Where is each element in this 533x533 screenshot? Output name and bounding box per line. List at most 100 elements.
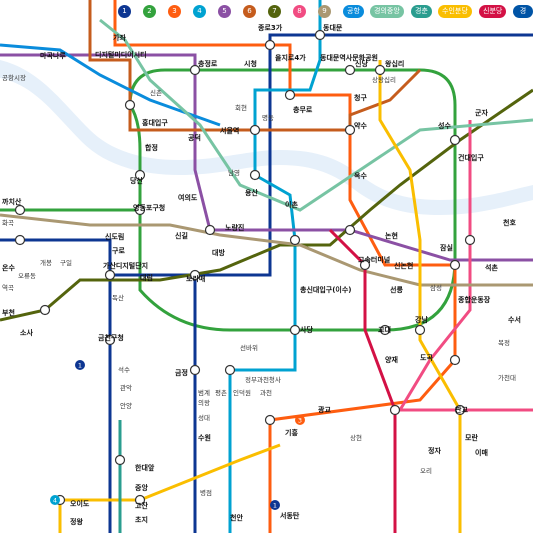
label-sadang: 사당 xyxy=(300,325,313,334)
label-seodongtan: 서동탄 xyxy=(280,511,300,520)
label-moran: 모란 xyxy=(465,433,478,442)
label-dongdaemun: 동대문 xyxy=(323,23,343,32)
label-giheung: 기흥 xyxy=(285,428,298,437)
label-dangsan: 당산 xyxy=(130,176,143,185)
label-gangnam: 강남 xyxy=(415,315,428,324)
label-gajwa: 가좌 xyxy=(113,33,126,42)
han-river xyxy=(0,60,533,215)
label-airport-market: 공항시장 xyxy=(2,73,26,82)
legend-chip-13[interactable]: 신분당 xyxy=(479,5,507,18)
legend-chip-14[interactable]: 경강 xyxy=(513,5,533,28)
label-yeokgok: 역곡 xyxy=(2,283,14,292)
legend-chip-7[interactable]: 8 xyxy=(293,5,306,18)
label-yeouido: 여의도 xyxy=(178,193,198,202)
label-hapjeong: 합정 xyxy=(145,143,158,152)
label-boramae: 보라매 xyxy=(186,274,205,283)
label-suseo: 수서 xyxy=(508,315,521,324)
line-3 xyxy=(113,0,457,533)
label-suwon: 수원 xyxy=(198,433,211,442)
line-1 xyxy=(0,33,533,533)
label-bucheon: 부천 xyxy=(2,308,15,317)
line-4 xyxy=(228,0,322,533)
label-geumjeong: 금정 xyxy=(175,368,188,377)
line-shinbundang xyxy=(328,228,397,533)
label-sports-complex: 종합운동장 xyxy=(458,295,491,304)
label-magoknaru: 마곡나루 xyxy=(40,51,66,60)
label-jeongwang: 정왕 xyxy=(70,517,83,526)
label-seolleung: 선릉 xyxy=(390,285,403,294)
label-gov-complex: 정부과천청사 xyxy=(245,375,281,384)
label-namyeong: 남영 xyxy=(228,168,240,177)
line-gyeongui xyxy=(99,18,533,212)
label-gwacheon: 과천 xyxy=(260,388,272,397)
label-yongsan: 용산 xyxy=(245,188,258,197)
label-imae: 이매 xyxy=(475,448,488,457)
label-express-terminal: 고속터미널 xyxy=(358,255,390,264)
label-ddp: 동대문역사문화공원 xyxy=(320,53,378,62)
label-hongik: 홍대입구 xyxy=(142,118,168,127)
label-yaksu: 약수 xyxy=(354,121,367,130)
label-oksu: 옥수 xyxy=(354,171,367,180)
label-samseong: 삼성 xyxy=(430,283,442,292)
legend-chip-8[interactable]: 9 xyxy=(318,5,331,18)
label-oido: 오이도 xyxy=(70,499,90,508)
label-myeongdong: 명동 xyxy=(262,113,274,122)
label-kkachisan: 까치산 xyxy=(2,197,22,206)
badge-line1-b: 1 xyxy=(273,502,277,510)
line-7 xyxy=(0,88,533,322)
label-dogok: 도곡 xyxy=(420,354,433,362)
label-uiwang: 의왕 xyxy=(198,398,210,407)
label-dmc: 디지털미디어시티 xyxy=(95,50,147,59)
label-jungang: 중앙 xyxy=(135,483,148,492)
label-bokjeong: 복정 xyxy=(498,338,510,347)
legend-chip-5[interactable]: 6 xyxy=(243,5,256,18)
label-jongno3ga: 종로3가 xyxy=(258,23,283,32)
label-cheonan: 천안 xyxy=(230,513,243,522)
label-jeongja: 정자 xyxy=(428,446,441,455)
label-singil: 신길 xyxy=(175,231,188,240)
label-doksan: 독산 xyxy=(112,293,124,302)
label-seongsu: 성수 xyxy=(438,121,451,130)
label-beomgye: 범계 xyxy=(198,388,210,397)
legend-chip-3[interactable]: 4 xyxy=(193,5,206,18)
label-cityhall: 시청 xyxy=(244,59,257,68)
label-onsu: 온수 xyxy=(2,263,15,272)
label-sanghyeon: 상현 xyxy=(350,433,362,442)
legend-chip-9[interactable]: 공항 xyxy=(343,5,364,18)
label-guil: 구일 xyxy=(60,258,72,267)
label-euljiro4ga: 을지로4가 xyxy=(275,53,306,62)
legend-chip-2[interactable]: 3 xyxy=(168,5,181,18)
legend-chip-11[interactable]: 경춘 xyxy=(411,5,432,18)
badge-line4: 4 xyxy=(53,497,57,505)
label-indeogwon: 인덕원 xyxy=(233,388,251,397)
legend-chip-10[interactable]: 경의중앙 xyxy=(370,5,404,18)
legend-chip-0[interactable]: 1 xyxy=(118,5,131,18)
label-sosa: 소사 xyxy=(20,328,33,337)
legend-chip-1[interactable]: 2 xyxy=(143,5,156,18)
legend-chip-12[interactable]: 수인분당 xyxy=(438,5,472,18)
label-isu: 총신대입구(이수) xyxy=(300,285,351,294)
label-chungmuro: 충무로 xyxy=(293,105,313,114)
label-gachon: 가천대 xyxy=(498,373,516,382)
line-airport xyxy=(0,43,221,127)
label-oryu: 오류동 xyxy=(18,272,36,280)
station-labels: 가좌 디지털미디어시티 마곡나루 공항시장 신촌 충정로 시청 종로3가 을지로… xyxy=(2,23,521,526)
badge-line3: 3 xyxy=(298,417,302,425)
label-yangjae: 양재 xyxy=(385,355,398,364)
label-handaeap: 한대앞 xyxy=(135,463,155,472)
label-sindorim: 신도림 xyxy=(105,232,124,241)
label-seoul-station: 서울역 xyxy=(220,126,239,135)
label-pyeongchon: 평촌 xyxy=(215,388,227,397)
label-gongdeok: 공덕 xyxy=(188,133,201,142)
label-ydp-gucheong: 영등포구청 xyxy=(133,203,165,212)
badge-line1-a: 1 xyxy=(78,362,82,370)
label-hoehyeon: 회현 xyxy=(235,104,247,112)
legend-chip-4[interactable]: 5 xyxy=(218,5,231,18)
legend-chip-6[interactable]: 7 xyxy=(268,5,281,18)
label-ori: 오리 xyxy=(420,466,432,475)
stations xyxy=(14,29,476,506)
line-8 xyxy=(397,120,533,412)
label-konkuk: 건대입구 xyxy=(458,153,484,162)
label-sangwangsimni: 상왕십리 xyxy=(372,75,396,84)
